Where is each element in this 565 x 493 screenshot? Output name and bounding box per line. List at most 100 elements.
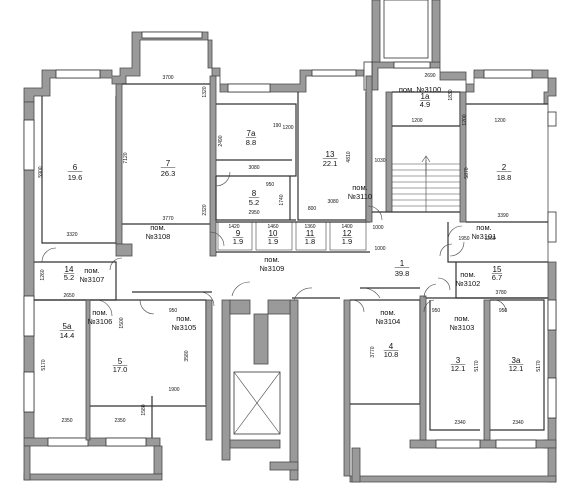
room-number-r15: 15 <box>493 265 502 274</box>
premises-number-p3102: №3102 <box>456 279 481 288</box>
room-area-r7: 26.3 <box>161 169 176 178</box>
room-area-r3a: 12.1 <box>509 364 524 373</box>
dimension-label: 3780 <box>495 290 506 296</box>
room-area-r10: 1.9 <box>268 237 278 246</box>
dimension-label: 1000 <box>372 225 383 231</box>
premises-number-p3108: №3108 <box>146 232 171 241</box>
dimension-label: 3770 <box>370 346 376 357</box>
room-number-r3a: 3а <box>512 356 521 365</box>
premises-label-p3103: пом. <box>454 314 469 323</box>
room-area-r2: 18.8 <box>497 173 512 182</box>
room-number-r14: 14 <box>65 265 74 274</box>
dimension-label: 2490 <box>218 135 224 146</box>
room-number-r5: 5 <box>118 357 123 366</box>
room-number-r1a: 1а <box>421 92 430 101</box>
room-area-r9: 1.9 <box>233 237 243 246</box>
dimension-label: 1200 <box>282 125 293 131</box>
dimension-label: 1000 <box>374 246 385 252</box>
premises-number-p3101: №3101 <box>472 232 497 241</box>
doors <box>41 171 507 317</box>
dimension-label: 2650 <box>63 293 74 299</box>
room-area-r3: 12.1 <box>451 364 466 373</box>
dimension-label: 3580 <box>184 350 190 361</box>
room-number-r3: 3 <box>456 356 461 365</box>
dimension-label: 1950 <box>458 236 469 242</box>
dimension-label: 7120 <box>123 152 129 163</box>
premises-number-p3110: №3110 <box>348 192 372 201</box>
premises-number-p3104: №3104 <box>376 317 401 326</box>
room-number-r5a: 5а <box>63 322 72 331</box>
room-number-r7a: 7а <box>247 129 256 138</box>
premises-label-p3102: пом. <box>460 270 475 279</box>
room-area-r1: 39.8 <box>395 269 410 278</box>
dimension-label: 3080 <box>327 199 338 205</box>
room-area-r11: 1.8 <box>305 237 315 246</box>
premises-label-p3106: пом. <box>92 308 107 317</box>
dimension-label: 1320 <box>202 86 208 97</box>
premises-label-p3107: пом. <box>84 266 99 275</box>
dimension-label: 1200 <box>411 118 422 124</box>
dimension-label: 1740 <box>279 194 285 205</box>
room-number-r13: 13 <box>326 150 335 159</box>
room-area-r7a: 8.8 <box>246 138 256 147</box>
dimension-label: 1500 <box>119 317 125 328</box>
stair-steps <box>392 155 460 212</box>
room-number-r12: 12 <box>343 229 352 238</box>
room-area-r13: 22.1 <box>323 159 338 168</box>
dimension-label: 4810 <box>346 151 352 162</box>
dimension-label: 1260 <box>40 269 46 280</box>
room-area-r8: 5.2 <box>249 198 259 207</box>
dimension-label: 1420 <box>228 224 239 230</box>
premises-number-p3106: №3106 <box>88 317 113 326</box>
room-number-r6: 6 <box>73 163 78 172</box>
room-labels: 619.6726.37а8.885.291.9101.9111.8121.913… <box>59 92 524 374</box>
dimension-label: 950 <box>266 182 275 188</box>
dimension-label: 1200 <box>462 114 468 125</box>
interior-walls <box>34 75 548 481</box>
dimension-label: 2340 <box>454 420 465 426</box>
room-number-r8: 8 <box>252 189 257 198</box>
dimension-label: 2350 <box>114 418 125 424</box>
premises-label-p3105: пом. <box>176 314 191 323</box>
premises-label-p3110: пом. <box>352 183 367 192</box>
room-area-r15: 6.7 <box>492 273 502 282</box>
room-area-r5a: 14.4 <box>60 331 75 340</box>
dimension-label: 800 <box>308 206 317 212</box>
outer-walls <box>23 0 557 483</box>
dimension-label: 950 <box>169 308 178 314</box>
room-number-r2: 2 <box>502 163 507 172</box>
premises-number-p3109: №3109 <box>260 264 285 273</box>
dimension-label: 1030 <box>374 158 385 164</box>
dimension-label: 3770 <box>162 216 173 222</box>
core <box>221 299 299 481</box>
premises-labels: пом. №3100пом.№3110пом.№3108пом.№3109пом… <box>80 85 497 332</box>
dimension-label: 1580 <box>141 404 147 415</box>
room-area-r5: 17.0 <box>113 365 128 374</box>
dimension-label: 5170 <box>474 360 480 371</box>
room-number-r7: 7 <box>166 159 171 168</box>
room-number-r4: 4 <box>389 342 394 351</box>
dimension-label: 5170 <box>41 359 47 370</box>
dimension-label: 1260 <box>484 236 495 242</box>
premises-label-p3108: пом. <box>150 223 165 232</box>
dimension-label: 1360 <box>304 224 315 230</box>
dimension-label: 5870 <box>464 167 470 178</box>
premises-label-p3104: пом. <box>380 308 395 317</box>
dimension-label: 3320 <box>66 232 77 238</box>
dimension-label: 1400 <box>341 224 352 230</box>
dimension-label: 3700 <box>162 75 173 81</box>
dimension-label: 950 <box>499 308 508 314</box>
room-area-r4: 10.8 <box>384 350 399 359</box>
premises-number-p3105: №3105 <box>172 323 197 332</box>
premises-number-p3107: №3107 <box>80 275 105 284</box>
dimension-label: 3080 <box>248 165 259 171</box>
dimension-label: 5900 <box>38 166 44 177</box>
dimension-label: 3390 <box>497 213 508 219</box>
room-area-r1a: 4.9 <box>420 100 430 109</box>
dimension-label: 950 <box>432 308 441 314</box>
room-number-r1: 1 <box>400 259 405 268</box>
room-area-r12: 1.9 <box>342 237 352 246</box>
premises-label-p3109: пом. <box>264 255 279 264</box>
